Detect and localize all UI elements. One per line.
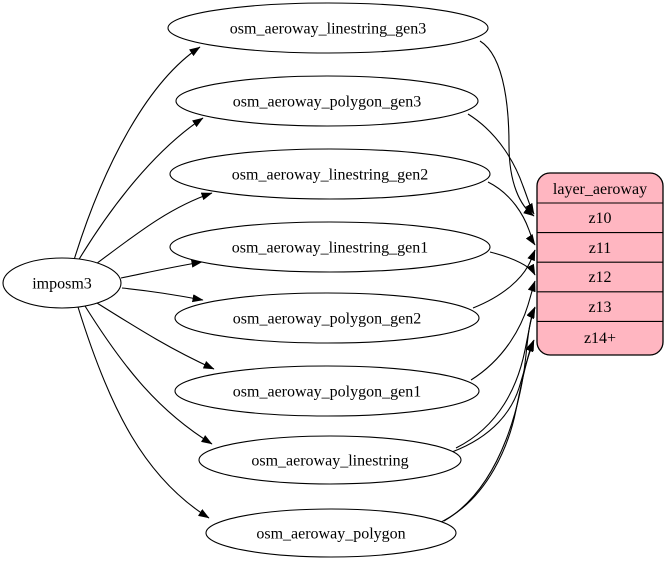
edge-imposm3-to-linestring-gen3 <box>73 46 201 261</box>
table-label: osm_aeroway_polygon_gen2 <box>233 311 421 328</box>
table-label: osm_aeroway_polygon_gen3 <box>233 94 421 111</box>
table-ellipse <box>174 365 480 417</box>
layer-title: layer_aeroway <box>553 181 647 198</box>
node-osm-aeroway-linestring-gen3: osm_aeroway_linestring_gen3 <box>167 2 489 54</box>
table-ellipse <box>169 148 491 200</box>
node-osm-aeroway-linestring-gen2: osm_aeroway_linestring_gen2 <box>169 148 491 200</box>
edge-imposm3-to-linestring <box>84 305 213 445</box>
table-label: osm_aeroway_polygon_gen1 <box>233 384 421 401</box>
edge-polygon-to-z14 <box>436 340 534 525</box>
edge-linestring-gen3-to-z10 <box>479 40 535 217</box>
node-imposm3: imposm3 <box>2 257 122 309</box>
table-ellipse <box>174 292 480 344</box>
table-label: osm_aeroway_polygon <box>256 526 405 543</box>
edge-polygon-gen1-to-z12 <box>470 280 536 381</box>
table-label: osm_aeroway_linestring_gen1 <box>232 240 428 257</box>
node-osm-aeroway-polygon-gen2: osm_aeroway_polygon_gen2 <box>174 292 480 344</box>
node-osm-aeroway-linestring: osm_aeroway_linestring <box>198 435 462 485</box>
edges-source-to-tables <box>73 46 215 519</box>
edges-tables-to-layer <box>436 40 536 525</box>
table-label: osm_aeroway_linestring <box>251 453 408 470</box>
node-layer-aeroway: layer_aeroway z10 z11 z12 z13 z14+ <box>536 172 664 356</box>
edge-polygon-gen3-to-z10 <box>467 113 535 215</box>
edge-imposm3-to-polygon <box>77 306 210 519</box>
layer-row-z13: z13 <box>588 299 611 316</box>
edge-imposm3-to-linestring-gen2 <box>91 192 213 268</box>
node-osm-aeroway-linestring-gen1: osm_aeroway_linestring_gen1 <box>169 221 491 273</box>
edge-imposm3-to-polygon-gen1 <box>96 302 215 370</box>
table-ellipse <box>167 2 489 54</box>
table-ellipse <box>205 508 457 558</box>
layer-row-z12: z12 <box>588 269 611 286</box>
table-ellipse <box>175 75 479 127</box>
imposm3-label: imposm3 <box>32 276 92 293</box>
table-ellipse <box>198 435 462 485</box>
layer-record-box <box>536 172 664 356</box>
node-osm-aeroway-polygon-gen1: osm_aeroway_polygon_gen1 <box>174 365 480 417</box>
edge-imposm3-to-polygon-gen3 <box>77 117 204 262</box>
edge-polygon-to-z13 <box>443 306 536 522</box>
layer-row-z10: z10 <box>588 210 611 227</box>
table-ellipse <box>169 221 491 273</box>
edge-imposm3-to-polygon-gen2 <box>121 287 204 303</box>
imposm3-ellipse <box>2 257 122 309</box>
edge-imposm3-to-linestring-gen1 <box>120 259 203 279</box>
edge-polygon-gen2-to-z11 <box>472 249 536 309</box>
edge-linestring-gen1-to-z12 <box>489 251 536 276</box>
table-label: osm_aeroway_linestring_gen3 <box>230 21 426 38</box>
edge-linestring-gen2-to-z11 <box>487 181 536 246</box>
layer-row-z11: z11 <box>589 240 612 257</box>
table-label: osm_aeroway_linestring_gen2 <box>232 167 428 184</box>
layer-row-z14: z14+ <box>584 330 616 347</box>
node-osm-aeroway-polygon-gen3: osm_aeroway_polygon_gen3 <box>175 75 479 127</box>
node-osm-aeroway-polygon: osm_aeroway_polygon <box>205 508 457 558</box>
